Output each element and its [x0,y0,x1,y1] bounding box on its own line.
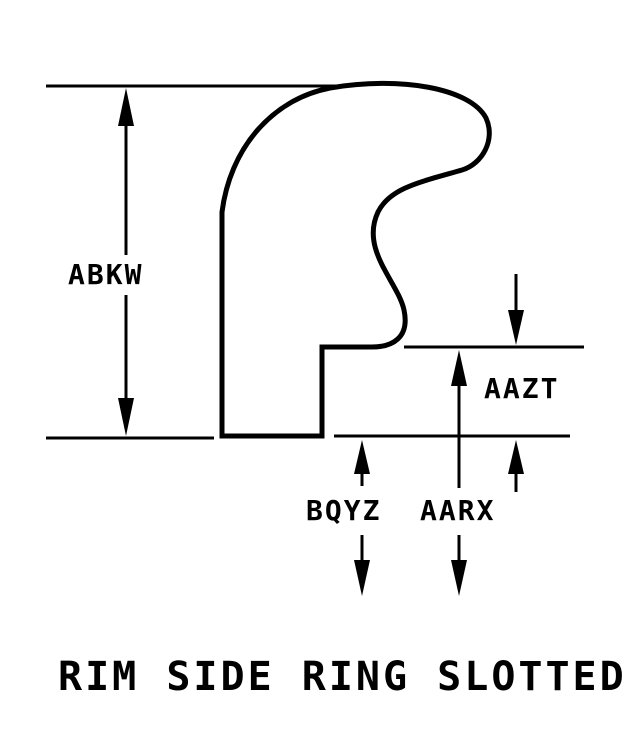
abkw-arrow-up [118,88,134,126]
bqyz-arrow-up [354,440,370,474]
aarx-label: AARX [420,494,495,527]
bqyz-arrow-down [354,560,370,596]
aarx-arrow-down [451,560,467,596]
diagram-title: RIM SIDE RING SLOTTED [58,654,627,700]
bqyz-label: BQYZ [306,494,381,527]
aazt-arrow-down [508,310,524,345]
aarx-arrow-up [451,350,467,386]
abkw-label: ABKW [68,258,143,291]
abkw-arrow-down [118,398,134,436]
aazt-label: AAZT [484,372,559,405]
ring-profile [219,80,492,439]
aazt-arrow-up [508,440,524,474]
